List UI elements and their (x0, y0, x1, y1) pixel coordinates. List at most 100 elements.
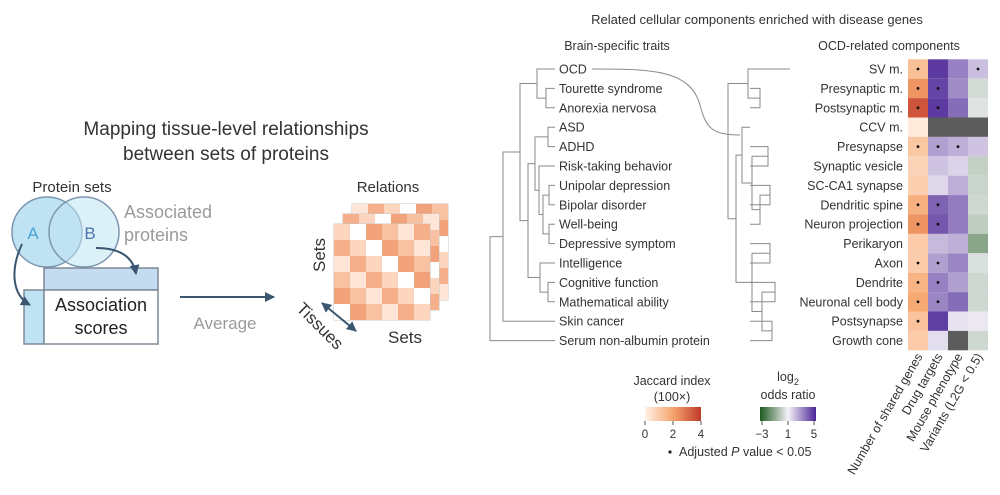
jaccard-legend-title-line1: Jaccard index (633, 374, 711, 388)
significance-dot (916, 300, 920, 304)
heat-cell-jaccard (908, 175, 928, 196)
association-scores-matrix: Association scores (23, 267, 159, 345)
trait-label: Cognitive function (559, 276, 658, 290)
significance-note: Adjusted P value < 0.05 (668, 445, 811, 459)
significance-note-text: Adjusted P value < 0.05 (679, 445, 811, 459)
heat-cell-odds (928, 175, 948, 196)
significance-dot (916, 281, 920, 284)
significance-dot (936, 222, 940, 226)
heat-cell-odds (968, 117, 988, 137)
matrix-cell (334, 224, 350, 240)
heat-cell-odds (948, 117, 968, 137)
component-label: Dendrite (856, 276, 903, 290)
trait-label: ADHD (559, 140, 594, 154)
significance-dot (916, 87, 920, 90)
heat-cell-odds (968, 175, 988, 196)
significance-dot (976, 67, 980, 71)
trait-label: Tourette syndrome (559, 82, 663, 96)
matrix-cell (334, 240, 350, 256)
significance-dot (936, 203, 940, 207)
significance-dot (916, 261, 920, 265)
dendrogram-branch (548, 223, 555, 245)
assoc-top-strip (43, 267, 159, 291)
heat-cell-odds (948, 214, 968, 234)
venn-diagram: A B (11, 196, 120, 268)
matrix-cell (366, 304, 382, 320)
dendrogram-branch (761, 291, 775, 332)
trait-label: Mathematical ability (559, 295, 670, 309)
right-title: Related cellular components enriched wit… (591, 12, 923, 27)
heat-cell-odds (968, 330, 988, 351)
significance-dot (916, 67, 920, 71)
trait-label: Anorexia nervosa (559, 101, 656, 115)
trait-label: Bipolar disorder (559, 198, 647, 212)
matrix-cell (398, 304, 414, 320)
dendrogram-branch (547, 281, 555, 303)
matrix-cell (350, 256, 366, 272)
component-label: Presynapse (837, 140, 903, 154)
component-label: SC-CA1 synapse (807, 179, 903, 193)
matrix-cell (382, 288, 398, 304)
matrix-cell (350, 304, 366, 320)
matrix-cell (334, 272, 350, 288)
relations-label: Relations (357, 179, 420, 196)
sets-vertical-label: Sets (310, 238, 329, 272)
odds-legend-title-line1: log2 (777, 370, 799, 387)
heat-cell-odds (928, 233, 948, 254)
component-label: Presynaptic m. (820, 82, 903, 96)
heat-cell-jaccard (908, 233, 928, 254)
significance-dot (916, 203, 920, 207)
significance-dot (916, 222, 920, 226)
odds-colorbar (760, 407, 816, 421)
odds-tick-label: −3 (755, 429, 768, 441)
trait-label: Serum non-albumin protein (559, 334, 710, 348)
significance-dot (936, 145, 940, 149)
heat-cell-odds (968, 233, 988, 254)
heat-cell-odds (928, 117, 948, 137)
dendrogram-branch (741, 126, 752, 184)
dendrogram-branch (747, 68, 790, 99)
matrix-cell (398, 272, 414, 288)
heat-cell-odds (968, 272, 988, 293)
set-a-label: A (27, 224, 39, 243)
sets-bottom-label: Sets (388, 328, 422, 347)
matrix-cell (366, 240, 382, 256)
component-label: Postsynaptic m. (815, 101, 903, 115)
heat-cell-odds (948, 156, 968, 176)
odds-tick-label: 1 (785, 429, 791, 441)
heat-cell-odds (948, 253, 968, 273)
jaccard-tick-label: 2 (670, 429, 676, 441)
component-label: Neuron projection (804, 218, 903, 232)
matrix-cell (398, 256, 414, 272)
heat-cell-odds (948, 175, 968, 196)
protein-sets-label: Protein sets (32, 179, 111, 196)
dendrogram-branch (735, 154, 752, 283)
heat-cell-odds (928, 59, 948, 79)
matrix-cell (414, 224, 430, 240)
left-title-line2: between sets of proteins (123, 144, 329, 165)
heat-cell-odds (968, 136, 988, 157)
heat-cell-odds (948, 98, 968, 118)
dendrogram-branch (545, 87, 555, 109)
significance-dot (936, 281, 940, 284)
matrix-cell (414, 256, 430, 272)
matrix-cell (414, 272, 430, 288)
jaccard-tick-label: 0 (642, 429, 648, 441)
heat-cell-odds (968, 98, 988, 118)
right-panel: Related cellular components enriched wit… (489, 12, 988, 477)
heat-cell-jaccard (908, 117, 928, 137)
assoc-left-strip (23, 289, 45, 345)
dendrogram-branch (527, 163, 540, 279)
set-b-label: B (84, 224, 95, 243)
heat-cell-odds (968, 214, 988, 234)
trait-label: OCD (559, 63, 587, 77)
matrix-cell (382, 240, 398, 256)
assoc-label-line1: Association (55, 295, 147, 315)
matrix-cell (382, 304, 398, 320)
significance-dot (936, 106, 940, 110)
significance-dot-icon (668, 450, 672, 454)
matrix-cell (398, 224, 414, 240)
assoc-main-box (43, 289, 159, 345)
